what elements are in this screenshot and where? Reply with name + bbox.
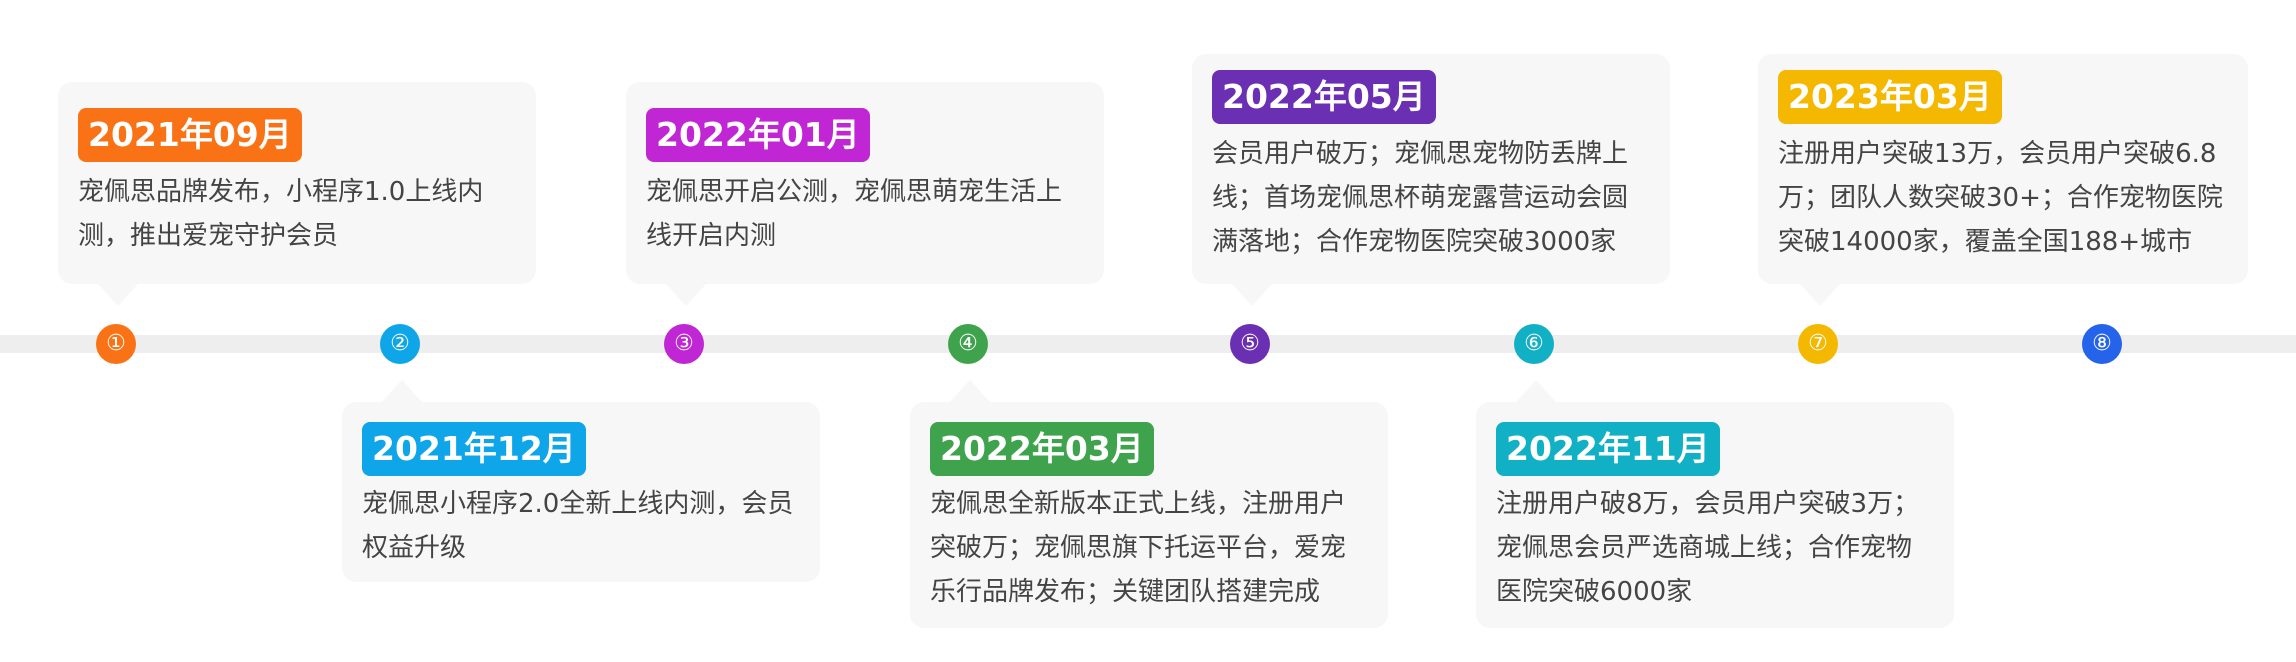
milestone-node-8: ⑧	[2082, 324, 2122, 364]
milestone-description: 注册用户破8万，会员用户突破3万；宠佩思会员严选商城上线；合作宠物医院突破600…	[1496, 489, 1920, 607]
milestone-description: 会员用户破万；宠佩思宠物防丢牌上线；首场宠佩思杯萌宠露营运动会圆满落地；合作宠物…	[1212, 139, 1629, 257]
milestone-card-3: 2022年01月 宠佩思开启公测，宠佩思萌宠生活上线开启内测	[626, 82, 1104, 306]
milestone-date-badge: 2021年09月	[78, 108, 302, 162]
milestone-date-badge: 2023年03月	[1778, 70, 2002, 124]
milestone-date-badge: 2022年11月	[1496, 422, 1720, 476]
milestone-node-4: ④	[948, 324, 988, 364]
milestone-date-badge: 2022年05月	[1212, 70, 1436, 124]
milestone-node-5: ⑤	[1230, 324, 1270, 364]
milestone-node-2: ②	[380, 324, 420, 364]
card-pointer	[382, 380, 422, 402]
milestone-description: 宠佩思开启公测，宠佩思萌宠生活上线开启内测	[646, 177, 1063, 251]
milestone-card-4: 2022年03月 宠佩思全新版本正式上线，注册用户突破万；宠佩思旗下托运平台，爱…	[910, 380, 1388, 628]
card-pointer	[1516, 380, 1556, 402]
milestone-node-1: ①	[96, 324, 136, 364]
milestone-card-6: 2022年11月 注册用户破8万，会员用户突破3万；宠佩思会员严选商城上线；合作…	[1476, 380, 1954, 628]
milestone-node-6: ⑥	[1514, 324, 1554, 364]
milestone-node-7: ⑦	[1798, 324, 1838, 364]
milestone-date-badge: 2021年12月	[362, 422, 586, 476]
milestone-card-5: 2022年05月 会员用户破万；宠佩思宠物防丢牌上线；首场宠佩思杯萌宠露营运动会…	[1192, 54, 1670, 306]
milestone-description: 宠佩思品牌发布，小程序1.0上线内测，推出爱宠守护会员	[78, 177, 484, 251]
card-pointer	[1232, 284, 1272, 306]
milestone-card-2: 2021年12月 宠佩思小程序2.0全新上线内测，会员权益升级	[342, 380, 820, 582]
timeline-axis	[0, 335, 2296, 353]
milestone-date-badge: 2022年01月	[646, 108, 870, 162]
milestone-date-badge: 2022年03月	[930, 422, 1154, 476]
milestone-description: 注册用户突破13万，会员用户突破6.8万；团队人数突破30+；合作宠物医院突破1…	[1778, 139, 2223, 257]
card-pointer	[1800, 284, 1840, 306]
card-pointer	[950, 380, 990, 402]
milestone-card-7: 2023年03月 注册用户突破13万，会员用户突破6.8万；团队人数突破30+；…	[1758, 54, 2248, 306]
milestone-node-3: ③	[664, 324, 704, 364]
milestone-description: 宠佩思全新版本正式上线，注册用户突破万；宠佩思旗下托运平台，爱宠乐行品牌发布；关…	[930, 489, 1347, 607]
milestone-card-1: 2021年09月 宠佩思品牌发布，小程序1.0上线内测，推出爱宠守护会员	[58, 82, 536, 306]
milestone-description: 宠佩思小程序2.0全新上线内测，会员权益升级	[362, 489, 794, 563]
card-pointer	[666, 284, 706, 306]
card-pointer	[98, 284, 138, 306]
